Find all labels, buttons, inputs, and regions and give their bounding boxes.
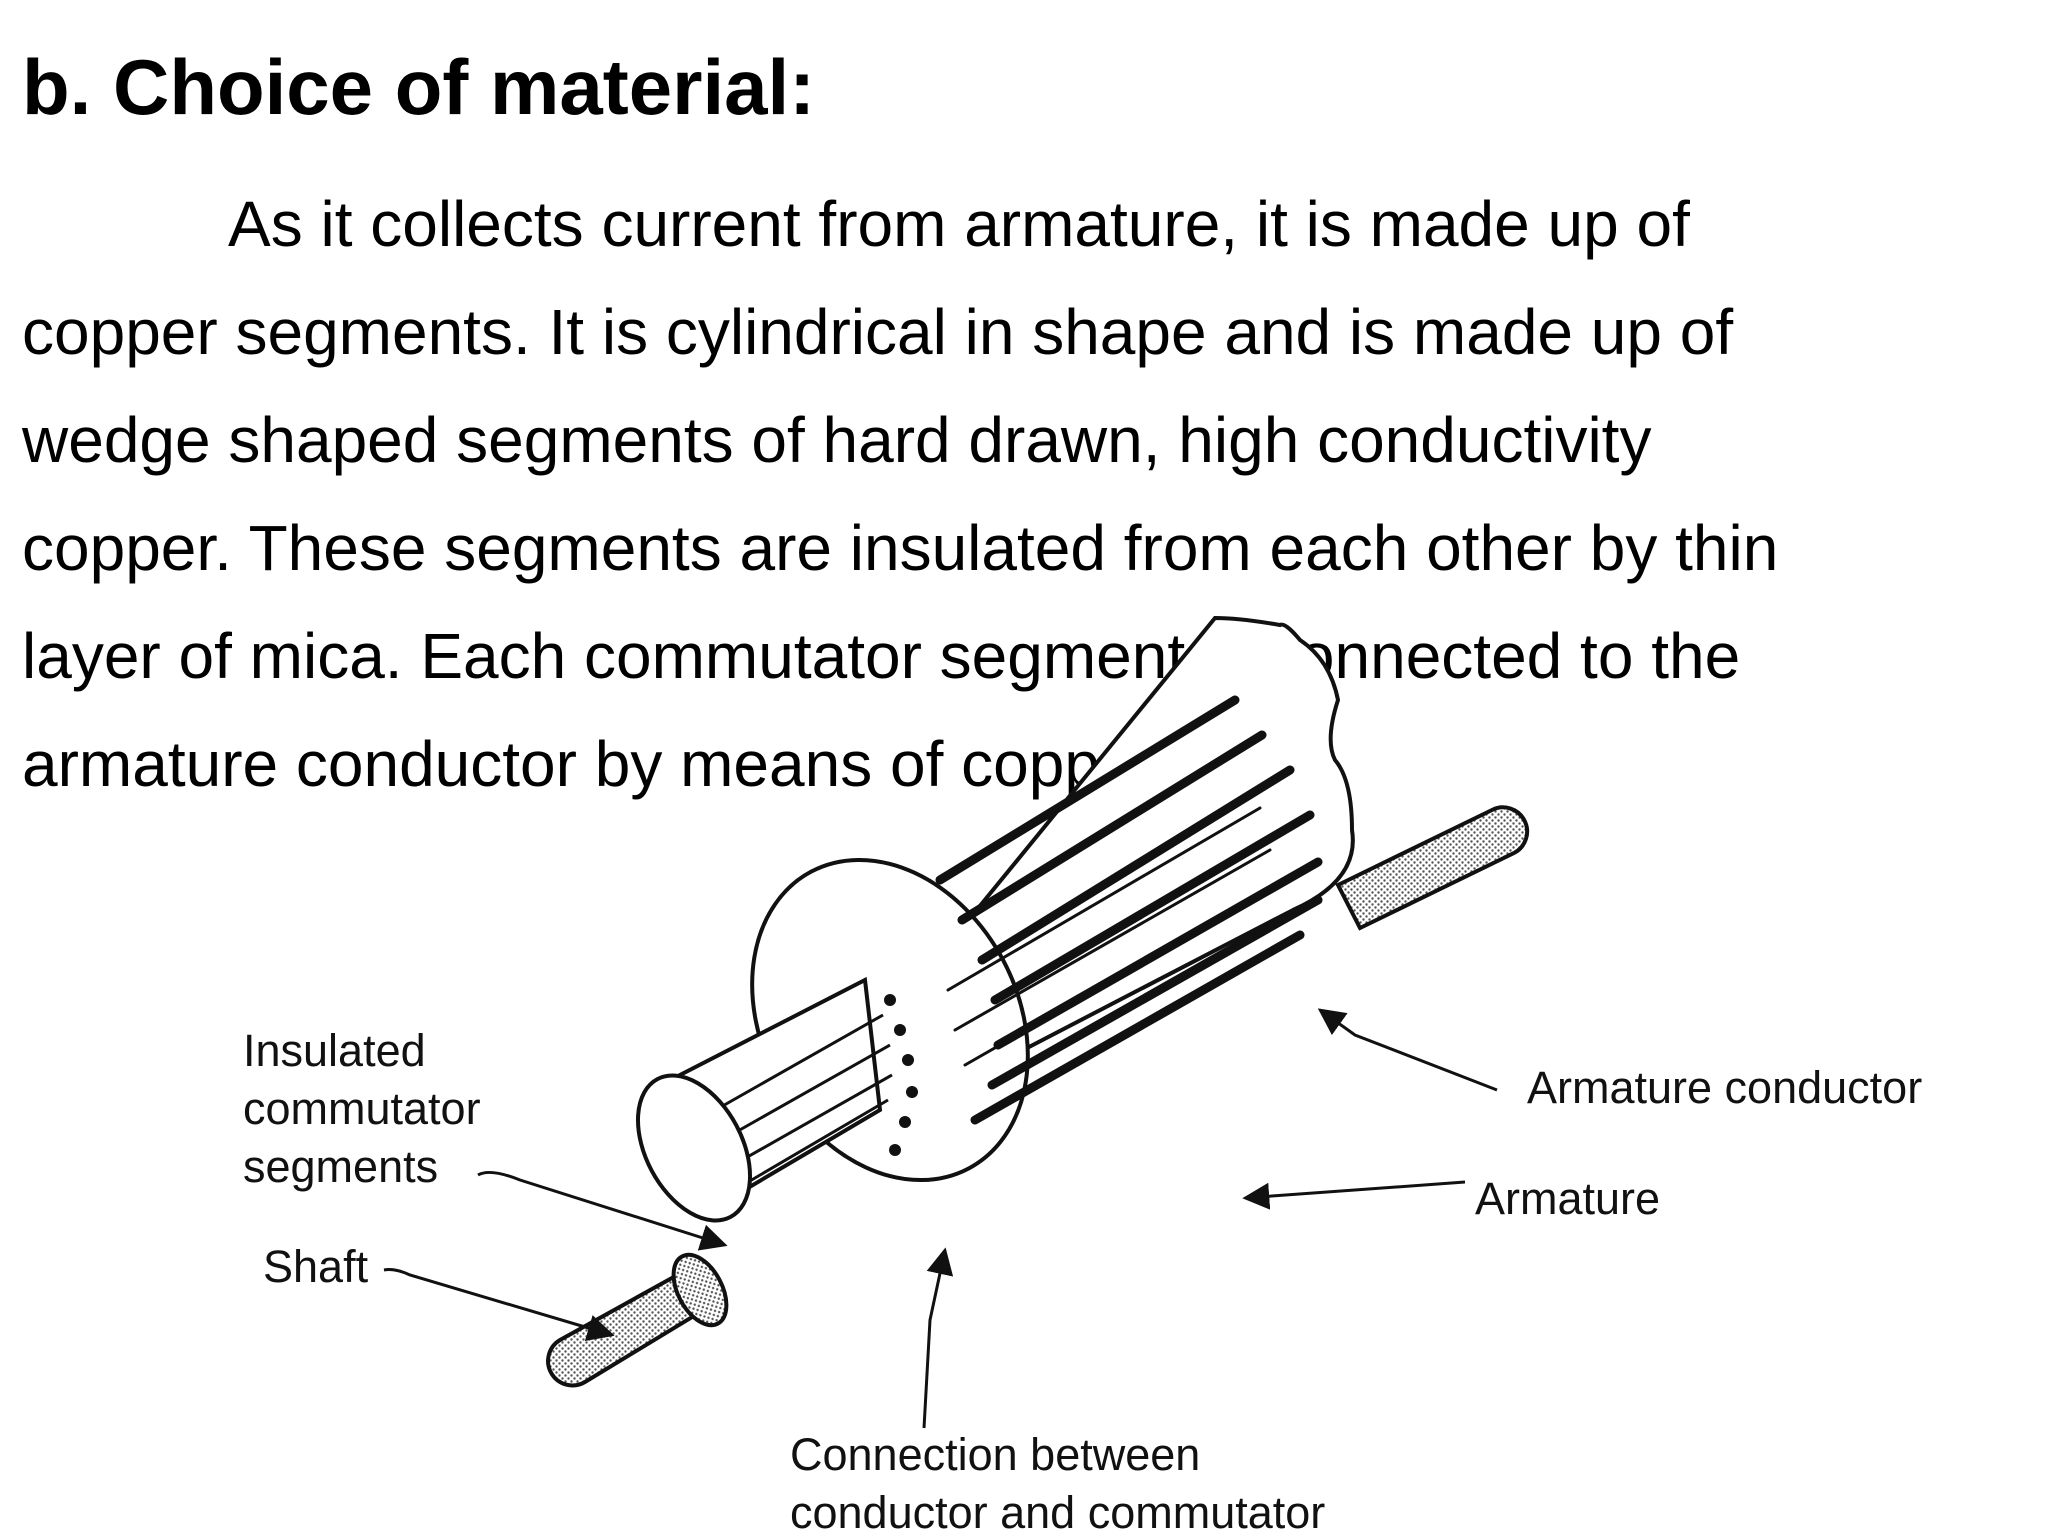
- label-armature: Armature: [1475, 1173, 1660, 1224]
- label-shaft: Shaft: [263, 1241, 369, 1292]
- label-connection-line-1: Connection between: [790, 1429, 1200, 1480]
- label-armature-conductor: Armature conductor: [1527, 1062, 1922, 1113]
- paragraph-line-4: copper. These segments are insulated fro…: [22, 512, 1779, 584]
- leader-lines: [383, 1008, 1498, 1429]
- shaft-right-end: [1335, 805, 1530, 931]
- label-insulated-line-3: segments: [243, 1141, 438, 1192]
- paragraph-line-3: wedge shaped segments of hard drawn, hig…: [22, 404, 1652, 476]
- shaft-left-end: [546, 1252, 729, 1388]
- slide-heading: b. Choice of material:: [22, 43, 816, 131]
- commutator: [635, 976, 893, 1223]
- label-insulated-line-1: Insulated: [243, 1025, 426, 1076]
- paragraph-line-5: layer of mica. Each commutator segment i…: [22, 620, 1741, 692]
- connection-risers: [884, 994, 918, 1156]
- label-connection-line-2: conductor and commutator: [790, 1487, 1325, 1536]
- paragraph-line-1: As it collects current from armature, it…: [228, 188, 1690, 260]
- paragraph-line-2: copper segments. It is cylindrical in sh…: [22, 296, 1734, 368]
- label-insulated-line-2: commutator: [243, 1083, 481, 1134]
- armature-conductors: [935, 695, 1323, 1125]
